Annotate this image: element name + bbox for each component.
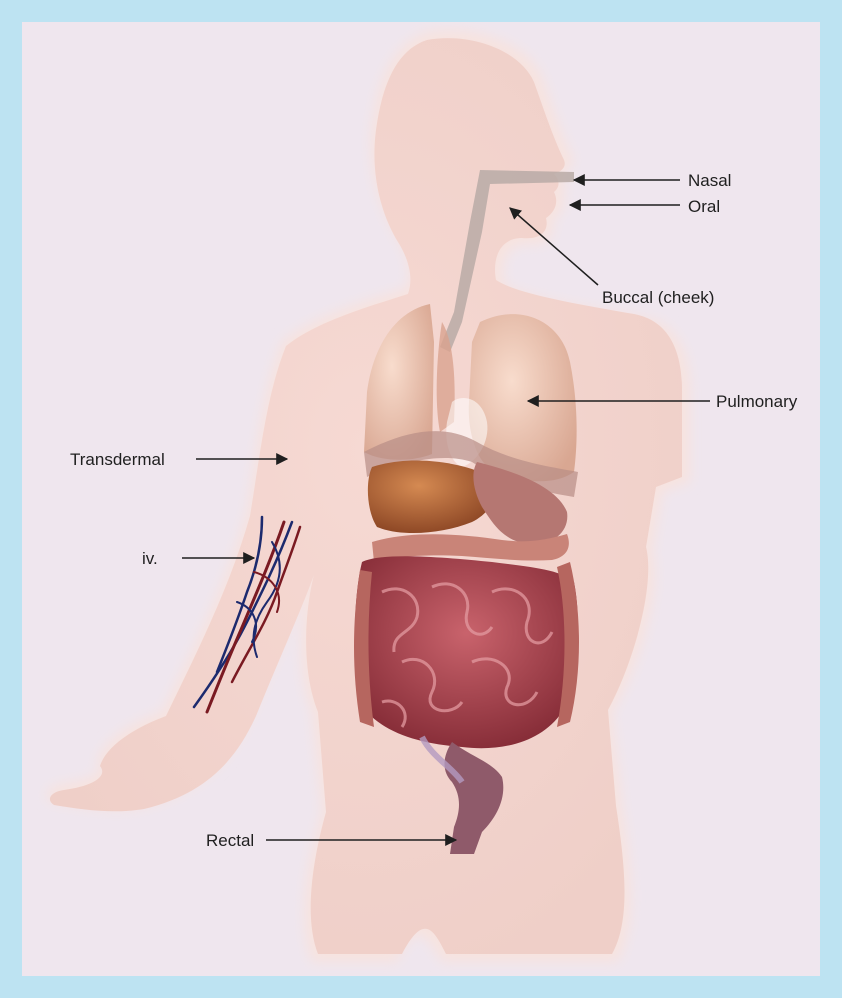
diagram-panel: Nasal Oral Buccal (cheek) Pulmonary Tran…	[22, 22, 820, 976]
label-nasal: Nasal	[688, 171, 731, 190]
small-intestine	[355, 556, 578, 748]
label-buccal: Buccal (cheek)	[602, 288, 714, 307]
label-oral: Oral	[688, 197, 720, 216]
label-rectal: Rectal	[206, 831, 254, 850]
label-iv: iv.	[142, 549, 158, 568]
drug-administration-routes-diagram: Nasal Oral Buccal (cheek) Pulmonary Tran…	[22, 22, 820, 976]
label-transdermal: Transdermal	[70, 450, 165, 469]
label-pulmonary: Pulmonary	[716, 392, 798, 411]
